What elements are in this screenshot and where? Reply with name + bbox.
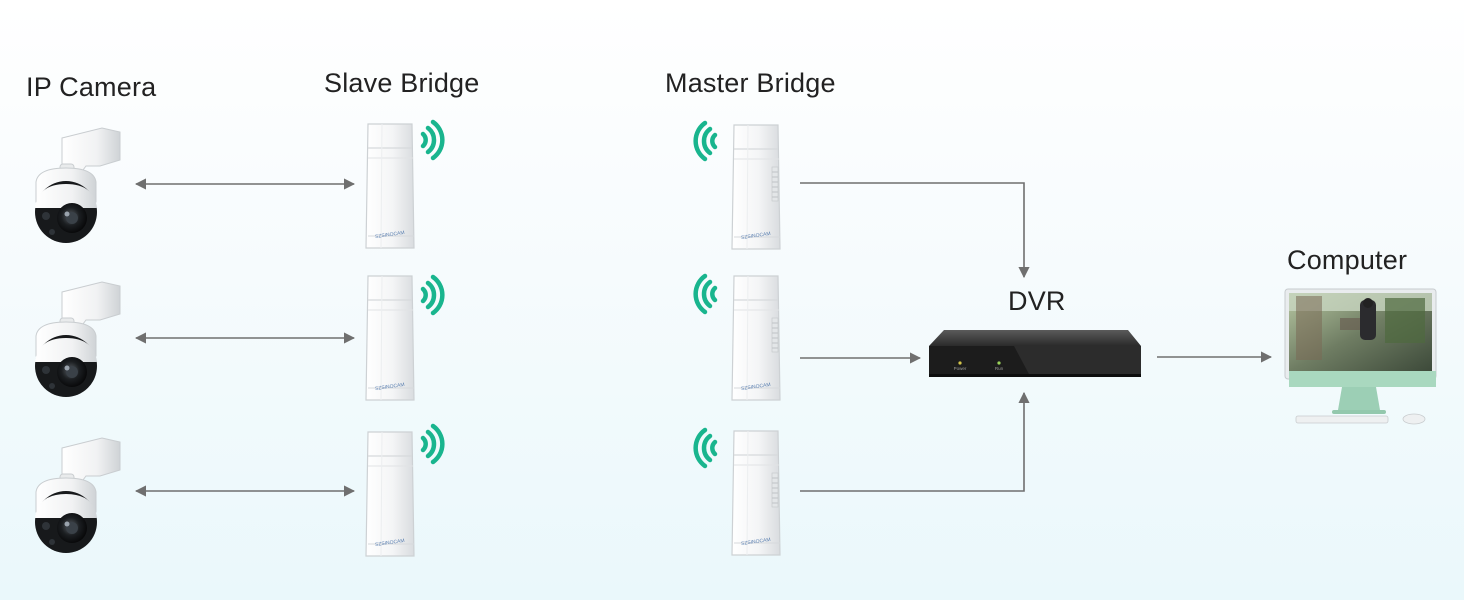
bridge-brand-text: SZSINOCAM	[375, 538, 405, 548]
bridge-brand-text: SZSINOCAM	[375, 230, 405, 240]
dvr-label: DVR	[1008, 286, 1066, 316]
bridge-brand-text: SZSINOCAM	[741, 537, 771, 547]
computer-label: Computer	[1287, 245, 1408, 275]
wifi-icon	[696, 276, 715, 312]
dvr-recorder: Power Run	[929, 330, 1141, 377]
slave-bridge-2: SZSINOCAM	[365, 275, 415, 401]
ip-camera-1	[34, 127, 121, 244]
slave-bridge-label: Slave Bridge	[324, 68, 480, 98]
bridge-brand-text: SZSINOCAM	[741, 382, 771, 392]
wifi-icon	[423, 426, 442, 462]
wifi-icon	[696, 123, 715, 159]
dvr-power-text: Power	[954, 366, 967, 371]
wifi-icon	[423, 122, 442, 158]
link-master1-dvr	[800, 182, 1030, 279]
bridge-brand-text: SZSINOCAM	[741, 231, 771, 241]
master-bridge-3: SZSINOCAM	[731, 430, 781, 556]
slave-bridge-1: SZSINOCAM	[365, 123, 415, 249]
dvr-run-text: Run	[995, 366, 1004, 371]
master-bridge-1: SZSINOCAM	[731, 124, 781, 250]
slave-bridge-3: SZSINOCAM	[365, 431, 415, 557]
link-master3-dvr	[800, 391, 1030, 492]
ip-camera-3	[34, 437, 121, 554]
wifi-icon	[423, 277, 442, 313]
master-bridge-2: SZSINOCAM	[731, 275, 781, 401]
ip-camera-label: IP Camera	[26, 72, 157, 102]
master-bridge-label: Master Bridge	[665, 68, 836, 98]
computer-monitor	[1284, 288, 1437, 425]
wifi-icon	[696, 430, 715, 466]
bridge-brand-text: SZSINOCAM	[375, 382, 405, 392]
ip-camera-2	[34, 281, 121, 398]
